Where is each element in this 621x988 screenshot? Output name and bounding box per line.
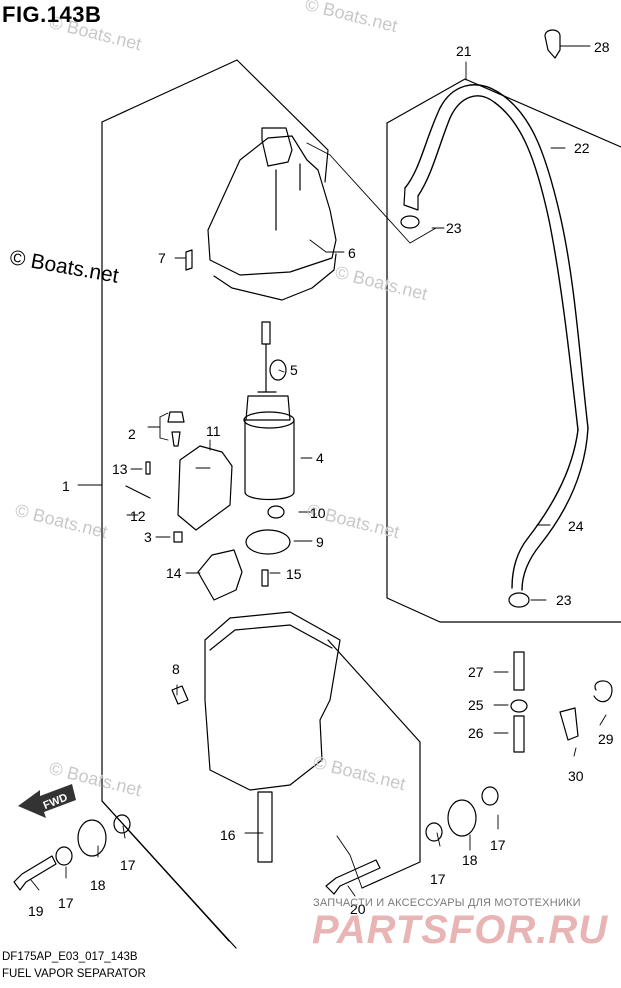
callout-15: 15 — [286, 566, 302, 582]
callout-14: 14 — [166, 565, 182, 581]
part-29-clip — [593, 680, 613, 703]
part-16-pipe — [257, 791, 273, 863]
part-25-clamp — [510, 699, 528, 713]
part-26-pipe — [513, 715, 525, 753]
callout-9: 9 — [316, 534, 324, 550]
callout-7: 7 — [158, 250, 166, 266]
part-10-grommet — [267, 505, 285, 519]
part-4-pump — [244, 419, 295, 501]
section-name: FUEL VAPOR SEPARATOR — [2, 968, 146, 980]
part-27-pipe — [513, 651, 525, 691]
part-7-screw — [185, 249, 193, 271]
callout-11: 11 — [206, 423, 221, 439]
callout-6: 6 — [348, 245, 356, 261]
callout-22: 22 — [574, 140, 590, 156]
callout-26: 26 — [468, 725, 484, 741]
part-20-bolt — [325, 859, 381, 895]
callout-18: 18 — [462, 852, 478, 868]
part-4-pump-top — [243, 411, 295, 429]
fwd-arrow: FWD — [18, 784, 76, 818]
part-6-cover — [207, 135, 337, 276]
part-13-screw — [145, 461, 151, 475]
callout-17: 17 — [120, 857, 136, 873]
callout-19: 19 — [28, 903, 44, 919]
callout-4: 4 — [316, 450, 324, 466]
callout-8: 8 — [172, 661, 180, 677]
callout-1: 1 — [62, 478, 70, 494]
part-18-grommet-right — [447, 799, 477, 837]
callout-10: 10 — [310, 505, 326, 521]
part-15-screw — [261, 569, 269, 587]
part-30-bracket — [559, 707, 579, 741]
callout-30: 30 — [568, 768, 584, 784]
callout-17: 17 — [490, 837, 506, 853]
leader-lines — [30, 45, 607, 897]
part-14-regulator — [197, 549, 243, 601]
hose-end-upper — [403, 187, 419, 211]
figure-title: FIG.143B — [2, 2, 102, 27]
part-6-connector — [261, 127, 301, 231]
callout-29: 29 — [598, 731, 614, 747]
dealer-tagline: ЗАПЧАСТИ И АКСЕССУАРЫ ДЛЯ МОТОТЕХНИКИ — [313, 897, 581, 909]
part-24-hose — [511, 427, 589, 591]
part-6-gasket — [213, 253, 337, 301]
hose-group-outline — [386, 78, 621, 623]
part-17-collar-left-a — [113, 814, 131, 834]
part-17-collar-right-b — [425, 822, 443, 842]
callout-28: 28 — [594, 39, 610, 55]
part-4-pump-head — [245, 395, 291, 421]
callout-20: 20 — [350, 901, 366, 917]
callout-13: 13 — [112, 461, 128, 477]
part-23-clamp-lower — [508, 592, 530, 608]
dealer-logo: PARTSFOR.RU — [312, 908, 609, 952]
callout-27: 27 — [468, 664, 484, 680]
part-19-bolt — [13, 855, 57, 891]
part-17-collar-left-b — [55, 846, 73, 866]
part-18-grommet-left — [77, 819, 107, 857]
callout-18: 18 — [90, 877, 106, 893]
callout-17: 17 — [430, 871, 446, 887]
callout-16: 16 — [220, 827, 236, 843]
callout-5: 5 — [290, 362, 298, 378]
part-22-hose-inner — [417, 95, 579, 431]
assembly-outline-bottom — [101, 800, 230, 942]
callout-3: 3 — [144, 529, 152, 545]
part-2-fitting — [167, 411, 185, 447]
callout-21: 21 — [456, 43, 472, 59]
part-9-seat — [245, 529, 291, 555]
callout-24: 24 — [568, 518, 584, 534]
model-code: DF175AP_E03_017_143B — [2, 951, 138, 963]
part-5-wire — [257, 321, 277, 393]
part-11-cover — [177, 445, 233, 531]
callout-17: 17 — [58, 895, 74, 911]
separator-tank — [204, 611, 341, 791]
part-23-clamp-upper — [400, 215, 420, 229]
part-3-screw — [173, 531, 183, 543]
assembly-outline-main — [101, 59, 421, 949]
callout-23: 23 — [556, 592, 572, 608]
part-17-collar-right-a — [481, 786, 499, 806]
part-5-grommet — [269, 359, 287, 381]
part-8-screw — [171, 685, 189, 705]
callout-12: 12 — [130, 508, 146, 524]
callout-2: 2 — [128, 426, 136, 442]
callout-25: 25 — [468, 697, 484, 713]
separator-tank-rim — [209, 624, 333, 651]
part-28-clip — [544, 29, 561, 59]
part-12-pin — [125, 485, 151, 499]
part-22-hose — [404, 84, 589, 429]
callout-23: 23 — [446, 220, 462, 236]
